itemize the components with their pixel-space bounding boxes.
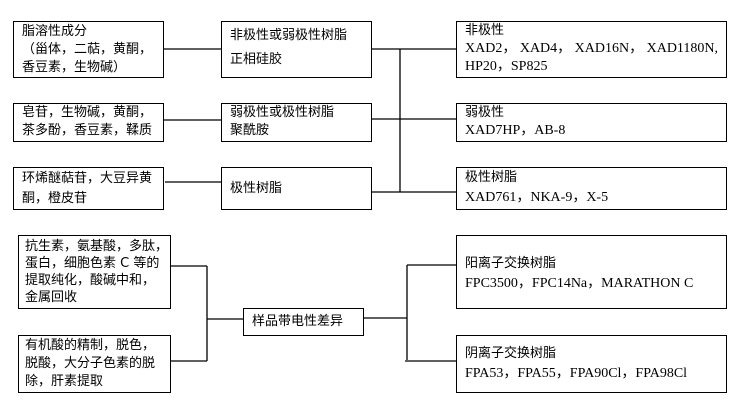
resin-type-line: 极性树脂 xyxy=(230,180,283,196)
resin-type-polar: 极性树脂 xyxy=(221,167,372,210)
sample-line: 脂溶性成分 xyxy=(22,24,88,39)
example-box-nonpolar: 非极性 XAD2， XAD4， XAD16N， XAD1180N, HP20，S… xyxy=(456,21,727,78)
sample-line: 除，肝素提取 xyxy=(25,374,104,389)
sample-line: （甾体，二萜，黄酮， xyxy=(22,42,153,57)
example-line: FPC3500，FPC14Na，MARATHON C xyxy=(465,276,694,291)
example-box-anion-exchange: 阴离子交换树脂 FPA53，FPA55，FPA90Cl，FPA98Cl xyxy=(456,335,727,393)
resin-type-nonpolar: 非极性或弱极性树脂 正相硅胶 xyxy=(221,21,372,78)
sample-line: 抗生素，氨基酸，多肽， xyxy=(25,239,169,254)
resin-type-line: 弱极性或极性树脂 xyxy=(230,105,335,120)
center-box-charge-difference: 样品带电性差异 xyxy=(243,308,364,336)
example-box-weakpolar: 弱极性 XAD7HP，AB-8 xyxy=(456,103,727,142)
example-line: XAD2， XAD4， XAD16N， XAD1180N, xyxy=(465,41,719,56)
sample-line: 环烯醚萜苷，大豆异黄 xyxy=(22,171,153,186)
resin-type-weakpolar: 弱极性或极性树脂 聚酰胺 xyxy=(221,103,372,142)
resin-type-line: 聚酰胺 xyxy=(230,123,270,138)
sample-line: 香豆素，生物碱） xyxy=(22,60,127,75)
sample-line: 有机酸的精制，脱色， xyxy=(25,338,156,353)
resin-type-line: 正相硅胶 xyxy=(230,52,283,67)
sample-line: 提取纯化，酸碱中和， xyxy=(25,273,156,288)
sample-box-antibiotics: 抗生素，氨基酸，多肽， 蛋白，细胞色素 C 等的 提取纯化，酸碱中和， 金属回收 xyxy=(18,235,171,309)
example-title: 阳离子交换树脂 xyxy=(465,256,557,271)
example-line: XAD7HP，AB-8 xyxy=(465,123,566,138)
resin-type-line: 非极性或弱极性树脂 xyxy=(230,28,348,43)
example-title: 非极性 xyxy=(465,23,505,38)
sample-box-saponins: 皂苷，生物碱，黄酮， 茶多酚，香豆素，鞣质 xyxy=(13,103,164,142)
sample-line: 蛋白，细胞色素 C 等的 xyxy=(25,256,160,271)
example-title: 阴离子交换树脂 xyxy=(465,346,557,361)
sample-line: 皂苷，生物碱，黄酮， xyxy=(22,105,153,120)
sample-box-iridoids: 环烯醚萜苷，大豆异黄 酮，橙皮苷 xyxy=(13,167,164,210)
center-label: 样品带电性差异 xyxy=(252,314,344,329)
example-title: 弱极性 xyxy=(465,105,505,120)
sample-line: 脱酸，大分子色素的脱 xyxy=(25,356,156,371)
example-line: HP20，SP825 xyxy=(465,59,548,74)
example-title: 极性树脂 xyxy=(465,170,518,185)
sample-box-organic-acids: 有机酸的精制，脱色， 脱酸，大分子色素的脱 除，肝素提取 xyxy=(18,335,171,393)
example-line: FPA53，FPA55，FPA90Cl，FPA98Cl xyxy=(465,366,688,381)
sample-line: 酮，橙皮苷 xyxy=(22,191,88,206)
example-box-cation-exchange: 阳离子交换树脂 FPC3500，FPC14Na，MARATHON C xyxy=(456,235,727,309)
sample-line: 金属回收 xyxy=(25,290,78,305)
sample-box-lipophilic: 脂溶性成分 （甾体，二萜，黄酮， 香豆素，生物碱） xyxy=(13,21,164,78)
sample-line: 茶多酚，香豆素，鞣质 xyxy=(22,123,153,138)
example-line: XAD761，NKA-9，X-5 xyxy=(465,190,609,205)
example-box-polar: 极性树脂 XAD761，NKA-9，X-5 xyxy=(456,167,727,210)
